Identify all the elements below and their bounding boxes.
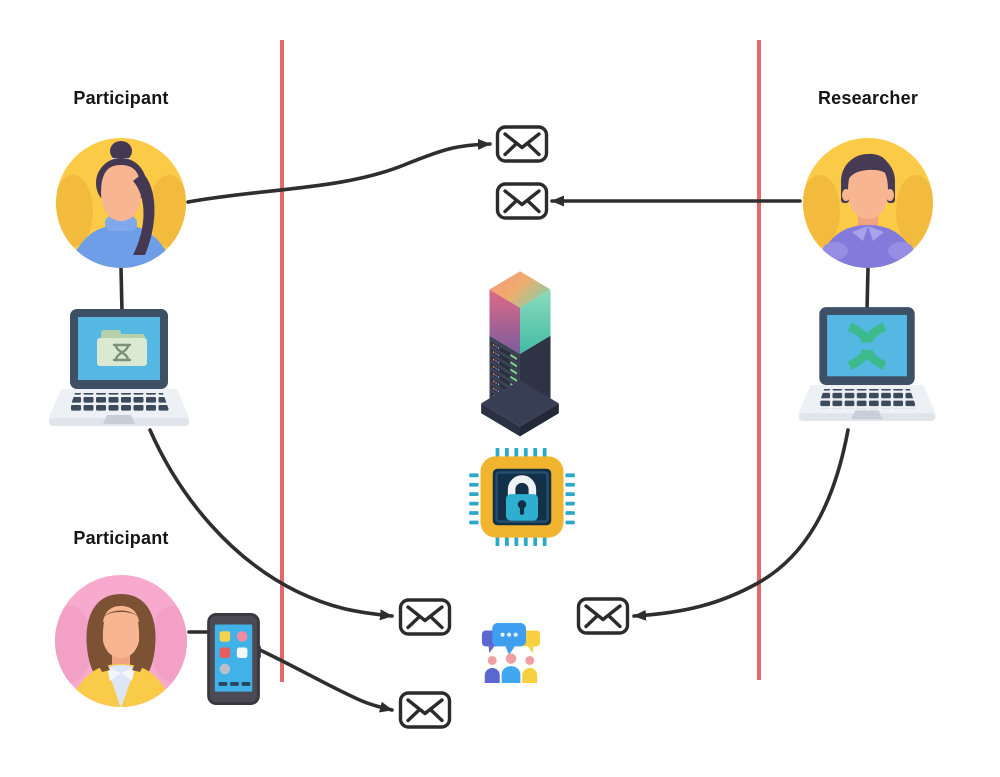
envelope-top-2 xyxy=(495,181,549,221)
green-x-logo xyxy=(847,322,887,370)
connector-phone-to-envelope xyxy=(258,648,394,713)
connector-researcher-to-laptop xyxy=(865,266,870,312)
researcher-label: Researcher xyxy=(817,88,919,108)
envelope-icon xyxy=(576,597,630,635)
envelope-bottom-right xyxy=(576,596,630,636)
researcher-avatar xyxy=(802,137,934,269)
participant-laptop xyxy=(45,308,195,436)
encryption-chip xyxy=(467,447,577,547)
envelope-icon xyxy=(495,182,549,220)
envelope-icon xyxy=(495,125,549,163)
woman-bob-avatar-icon xyxy=(55,575,187,707)
envelope-top-1 xyxy=(495,124,549,164)
participant-top-label: Participant xyxy=(73,88,169,108)
lock-icon xyxy=(505,475,539,521)
server-icon xyxy=(481,271,559,437)
participant-smartphone xyxy=(207,613,261,705)
participant-top-avatar xyxy=(55,137,187,269)
smartphone-icon xyxy=(207,613,261,705)
chip-pins xyxy=(469,447,575,547)
connector-laptop-to-envelope-bottom-left xyxy=(148,428,394,621)
connector-researcher-laptop-to-envelope xyxy=(632,428,850,621)
participant-bottom-avatar xyxy=(54,574,188,708)
researcher-laptop xyxy=(795,306,941,431)
server-rack xyxy=(477,268,563,438)
envelope-icon xyxy=(398,691,452,729)
group-chat-icon xyxy=(481,622,541,683)
laptop-analysis-logo-icon xyxy=(798,307,936,422)
connector-participant-top-to-laptop xyxy=(119,266,124,314)
dna-folder-glyph xyxy=(112,343,132,362)
envelope-bottom-left-1 xyxy=(398,597,452,637)
envelope-bottom-left-2 xyxy=(398,690,452,730)
connector-participant-top-to-envelope xyxy=(186,138,492,204)
envelope-icon xyxy=(398,598,452,636)
woman-ponytail-avatar-icon xyxy=(56,138,186,268)
laptop-data-folder-icon xyxy=(48,309,190,426)
man-avatar-icon xyxy=(803,138,933,268)
encrypted-chip-lock-icon xyxy=(469,447,575,547)
group-discussion xyxy=(481,621,541,683)
participant-bottom-label: Participant xyxy=(73,528,169,548)
